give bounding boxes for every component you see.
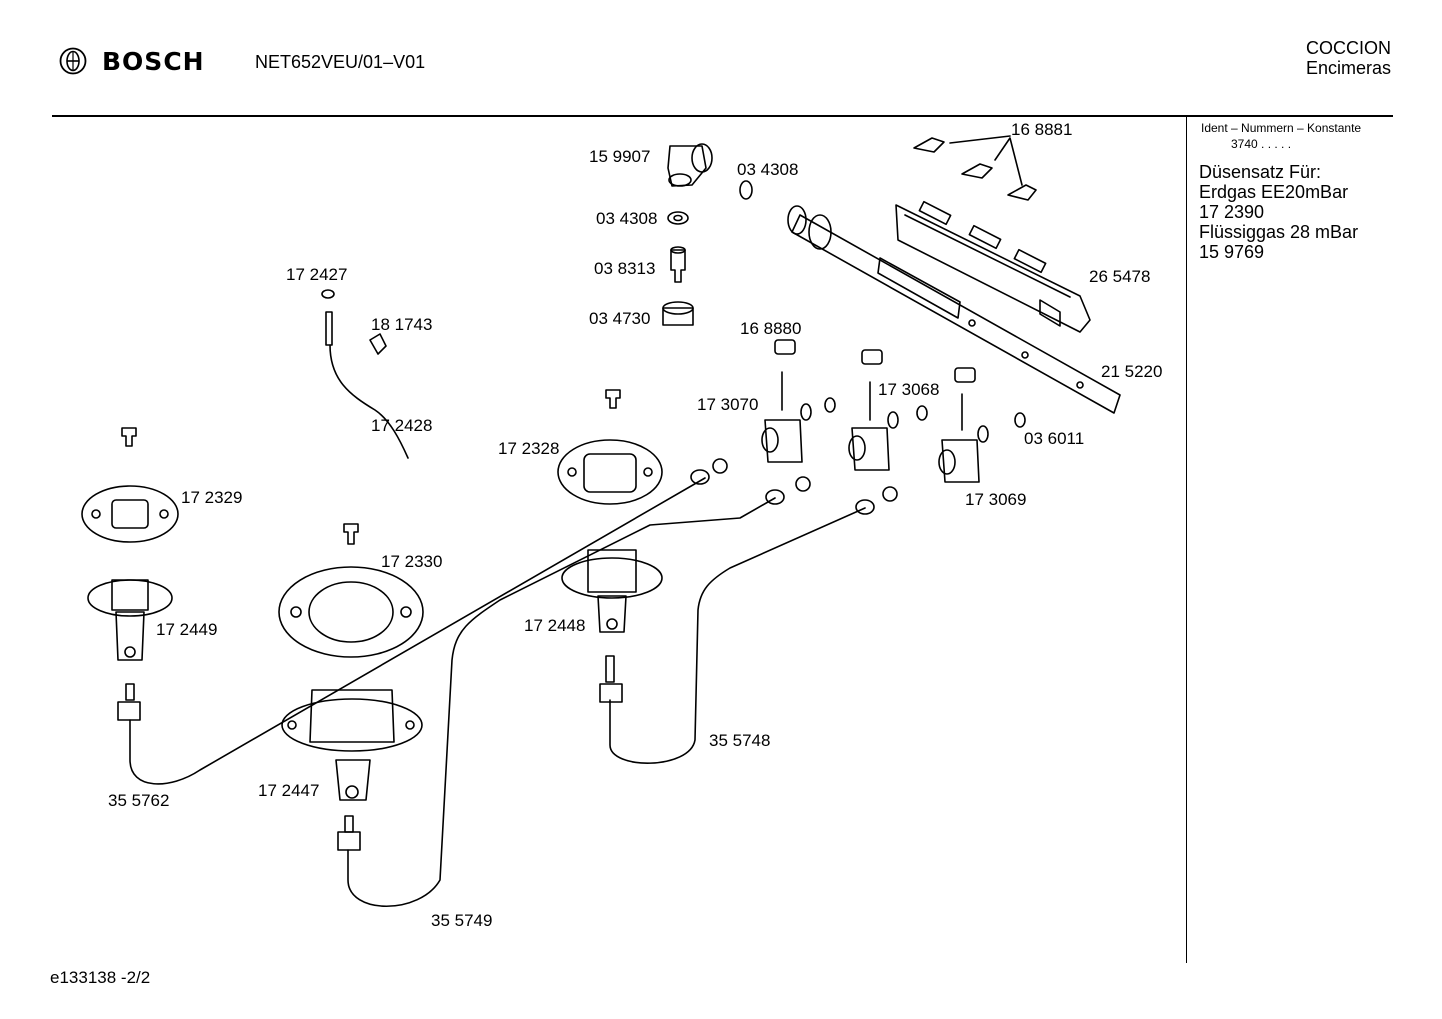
gas-rail-drawing (787, 205, 1121, 414)
part-label-034308: 03 4308 (596, 209, 657, 228)
part-label-034730: 03 4730 (589, 309, 650, 328)
brand-logo: BOSCH (58, 46, 205, 76)
nozzle-set-block: Düsensatz Für: Erdgas EE20mBar 17 2390 F… (1199, 162, 1358, 262)
ident-title: Ident – Nummern – Konstante (1201, 121, 1362, 135)
header-divider (52, 115, 1393, 117)
part-label-181743: 18 1743 (371, 315, 432, 334)
screw-drawing (605, 389, 621, 409)
tube-nut-drawing (337, 831, 361, 851)
valve-drawing (938, 367, 989, 483)
part-label-038313: 03 8313 (594, 259, 655, 278)
screw-drawing (343, 523, 359, 545)
part-label-034308-top: 03 4308 (737, 160, 798, 179)
nozzle-drawing (670, 249, 686, 283)
part-label-355749: 35 5749 (431, 911, 492, 930)
part-label-172428: 17 2428 (371, 416, 432, 435)
side-divider (1186, 117, 1187, 963)
part-label-172330: 17 2330 (381, 552, 442, 571)
category-main: COCCION (1306, 38, 1391, 58)
lpg-label: Flüssiggas 28 mBar (1199, 222, 1359, 242)
elbow-fitting-drawing (667, 143, 713, 187)
gasket-drawing (81, 485, 179, 543)
clips-drawing (913, 135, 1037, 201)
gas-tube-drawing (347, 497, 776, 907)
gasket-drawing (557, 439, 663, 505)
natural-gas-label: Erdgas EE20mBar (1199, 182, 1349, 202)
part-label-172447: 17 2447 (258, 781, 319, 800)
bracket-drawing (895, 200, 1091, 333)
ident-value: 3740 . . . . . (1231, 137, 1292, 151)
washer-drawing (667, 211, 689, 225)
exploded-parts-diagram: 15 9907 03 4308 03 4308 03 8313 03 4730 … (81, 120, 1162, 930)
document-id: e133138 -2/2 (50, 968, 151, 987)
part-label-172427: 17 2427 (286, 265, 347, 284)
part-label-355748: 35 5748 (709, 731, 770, 750)
natural-gas-code: 17 2390 (1199, 202, 1265, 222)
burner-base-drawing (561, 549, 663, 633)
part-label-036011: 03 6011 (1024, 429, 1084, 448)
ident-block: Ident – Nummern – Konstante 3740 . . . .… (1201, 120, 1361, 152)
part-label-172449: 17 2449 (156, 620, 217, 639)
tube-nut-drawing (117, 701, 141, 721)
part-label-168881: 16 8881 (1011, 120, 1072, 139)
screw-drawing (121, 427, 137, 447)
gasket-drawing (278, 566, 424, 658)
part-label-173069: 17 3069 (965, 490, 1026, 509)
bosch-armature-icon (59, 47, 87, 75)
part-label-173070: 17 3070 (697, 395, 758, 414)
part-label-168880: 16 8880 (740, 319, 801, 338)
part-label-215220: 21 5220 (1101, 362, 1162, 381)
part-label-265478: 26 5478 (1089, 267, 1150, 286)
burner-base-drawing (87, 579, 173, 661)
gas-tube-drawing (129, 477, 706, 785)
burner-base-drawing (281, 689, 423, 801)
tube-nut-drawing (599, 683, 623, 703)
part-label-172448: 17 2448 (524, 616, 585, 635)
category-block: COCCION Encimeras (1306, 38, 1391, 78)
gas-tube-drawing (609, 507, 866, 764)
nut-drawing (662, 307, 694, 326)
nozzle-title: Düsensatz Für: (1199, 162, 1322, 182)
part-label-159907: 15 9907 (589, 147, 650, 166)
valve-drawing (761, 339, 812, 463)
valve-drawing (848, 349, 899, 471)
part-label-172329: 17 2329 (181, 488, 242, 507)
model-number: NET652VEU/01–V01 (255, 52, 426, 72)
thermocouple-drawing (321, 289, 409, 459)
part-label-355762: 35 5762 (108, 791, 169, 810)
part-label-173068: 17 3068 (878, 380, 939, 399)
washer-drawing (739, 180, 753, 200)
category-sub: Encimeras (1305, 58, 1391, 78)
lpg-code: 15 9769 (1199, 242, 1265, 262)
part-label-172328: 17 2328 (498, 439, 559, 458)
brand-name: BOSCH (102, 46, 205, 76)
